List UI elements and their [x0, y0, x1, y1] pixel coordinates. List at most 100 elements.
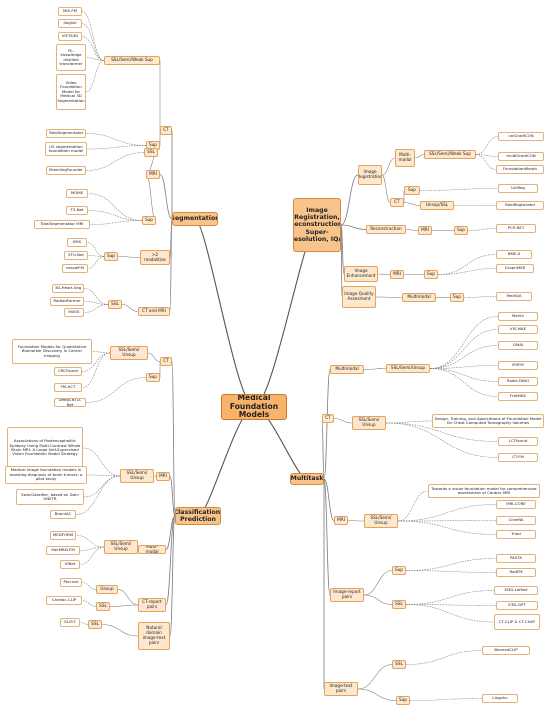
model-node-l-stunet: STU-Net — [64, 251, 88, 260]
connector-mt_ct_ssl-l_lctfound — [385, 422, 499, 442]
connector-cls_ctrep_ssl-l_cardiacclip — [81, 600, 97, 607]
connector-seg_mri-seg_mri_sup — [145, 174, 157, 221]
connector-mt_itp_sup-l_lingshu — [409, 698, 483, 701]
connector-cls_ctrep_unsup-l_percival — [81, 582, 97, 590]
connector-seg_mri_sup-l_mome — [87, 193, 143, 221]
category-node-mt-ct-ssl: SSL/Semi/ Unsup — [352, 416, 386, 430]
model-node-l-crcfound: CRCFound — [54, 367, 82, 376]
model-node-l-gmai: GMAI — [498, 341, 538, 350]
connector-seg_ct_ssl-l_pl — [85, 57, 105, 61]
connector-mt_mri_ssl-l_mricore — [397, 504, 497, 522]
model-node-l-vistax: VISTA3D — [58, 32, 82, 41]
connector-seg_ctmri_ssl-l_m4oe — [83, 304, 109, 313]
model-node-l-pl: PL-knowledge distilled transformer — [56, 44, 86, 71]
model-node-l-foundmorph: FoundationMorph — [496, 165, 544, 174]
category-node-cls: Classification/ Prediction — [175, 507, 221, 525]
category-node-cls-mm: Multi-modal — [138, 545, 166, 554]
connector-mt_itp-mt_itp_sup — [357, 688, 397, 701]
model-node-l-unireg: UniReg — [498, 184, 538, 193]
connector-reg-reg_enh — [340, 224, 345, 275]
model-node-l-pasta: PASTA — [496, 554, 536, 563]
connector-cls_mri_ssl-l_medimg — [86, 474, 121, 477]
connector-cls_ct_sup-l_deepcntd — [85, 377, 147, 403]
model-node-l-medform: MEDFORM — [50, 531, 76, 540]
connector-seg_ct_sup-l_totalseg — [85, 133, 147, 146]
connector-cls-cls_mm — [165, 515, 176, 550]
category-node-cls-ctrep-ssl: SSL — [96, 602, 110, 611]
model-node-l-triad: Triad — [496, 530, 536, 539]
connector-cls_mri_ssl-l_swin — [83, 475, 121, 498]
category-node-seg-gt2: >2 modalities — [140, 250, 170, 265]
category-node-reg-rec: Reconstruction — [366, 225, 406, 234]
connector-cls_ct_ssl-l_fmhct — [81, 352, 111, 388]
connector-cls-cls_nat — [169, 515, 176, 637]
connector-mt_mm_ssl-l_m3fm — [429, 365, 499, 369]
model-node-l-bmex: BME-X — [496, 250, 532, 259]
connector-mt_mm_ssl-l_fratmae — [429, 368, 499, 397]
category-node-cls-nat: Natural domain image-text pairs — [138, 622, 170, 650]
connector-seg_mri_ssl-l_brainseg — [85, 152, 145, 171]
connector-mt_irp_ssl-l_e3dgpt — [405, 604, 497, 606]
category-node-seg-ctmri-ssl: SSL — [108, 300, 122, 309]
category-node-cls-mri: MRI — [156, 472, 170, 481]
category-node-seg-ct-ssl: SSL/Semi/Weak Sup — [104, 56, 160, 65]
connector-seg_ctmri_ssl-l_3dheart — [83, 288, 109, 305]
connector-reg_enh_sup-l_graphmsr — [437, 268, 497, 275]
category-node-root: Medical Foundation Models — [221, 394, 287, 420]
model-node-l-multigrad: multiGradICON — [498, 152, 544, 161]
category-node-reg-iqa-sup: Sup — [450, 293, 464, 302]
category-node-seg-ct: CT — [160, 126, 172, 135]
connector-seg_mri_sup-l_f3net — [87, 210, 143, 221]
category-node-mt-irp-ssl: SSL — [392, 600, 406, 609]
category-node-seg-mri: MRI — [146, 170, 160, 179]
model-node-l-mis: MIS-FM — [58, 7, 82, 16]
connector-mt_mm_ssl-l_radiodino — [429, 368, 499, 382]
model-node-l-vismae: VIS-MAE — [498, 325, 538, 334]
category-node-reg-ir-ct-sup: Sup — [404, 186, 420, 195]
model-node-l-fratmae: FratMAE — [498, 392, 538, 401]
connector-cls-cls_ctrep — [165, 515, 176, 606]
connector-seg_gt2-seg_gt2_sup — [117, 256, 141, 258]
category-node-seg: Segmentation — [172, 212, 218, 226]
category-node-reg-ir-mm: Multi-modal — [395, 149, 415, 167]
connector-mt_irp_ssl-l_m3dlamed — [405, 590, 495, 605]
model-node-l-m3dlamed: M3D-LaMed — [494, 586, 538, 595]
connector-mt-mt_irp — [323, 478, 331, 596]
connector-reg_ir_mm_ssl-l_multigrad — [475, 154, 499, 157]
model-node-l-totalreg: TotalRegistrator — [496, 201, 544, 210]
connector-reg_ir_mm-reg_ir_mm_ssl — [414, 154, 425, 159]
connector-reg_ir_mm_ssl-l_unigrad — [475, 136, 499, 155]
connector-seg_ct_ssl-l_video — [85, 60, 105, 93]
model-node-l-glipt: GLIP-T — [60, 618, 80, 627]
model-node-l-brainseg: BrainSegFounder — [46, 166, 86, 175]
category-node-reg-rec-mri: MRI — [418, 226, 432, 235]
model-node-l-vinet: VINet — [60, 560, 80, 569]
connector-root-cls — [197, 406, 255, 517]
connector-seg_ctmri-seg_ctmri_ssl — [121, 304, 139, 312]
model-node-l-video: Video Foundation Model for Medical 3D Se… — [56, 74, 86, 110]
category-node-cls-ctrep: CT-report pairs — [138, 598, 166, 612]
connector-mt_irp_ssl-l_ctclip — [405, 604, 495, 623]
connector-mt-mt_mri — [323, 478, 335, 521]
connector-mt_ct_ssl-l_design — [385, 420, 433, 424]
connector-mt_mri_ssl-l_cinema — [397, 520, 497, 522]
model-node-l-radiodformer: RadiodFormer — [50, 297, 84, 306]
model-node-l-towards: Towards a vision foundation model for co… — [428, 484, 540, 498]
model-node-l-3dheart: 3D-Heart-Seg — [52, 284, 84, 293]
connector-cls_mri_ssl-l_assoc — [82, 447, 121, 477]
model-node-l-segvol: SegVol — [58, 19, 82, 28]
model-node-l-m3fm: M3FM — [498, 361, 538, 370]
model-node-l-pcpnet: PCP-NET — [496, 224, 536, 233]
model-node-l-ctclip: CT-CLIP & CT-CHAT — [494, 614, 540, 630]
connector-mt_mm_ssl-l_merlin — [429, 316, 499, 369]
category-node-reg-enh: Image Enhancement — [344, 266, 378, 282]
connector-reg-reg_iqa — [340, 224, 343, 298]
connector-cls-cls_ct — [171, 361, 176, 517]
connector-seg-seg_mri — [159, 174, 173, 220]
model-node-l-brainiac: BrainIAC — [50, 510, 76, 519]
model-node-l-us: US segmentation foundation model — [45, 142, 87, 156]
connector-reg-reg_ir — [340, 174, 359, 226]
connector-mt_mri_ssl-l_towards — [397, 490, 429, 522]
